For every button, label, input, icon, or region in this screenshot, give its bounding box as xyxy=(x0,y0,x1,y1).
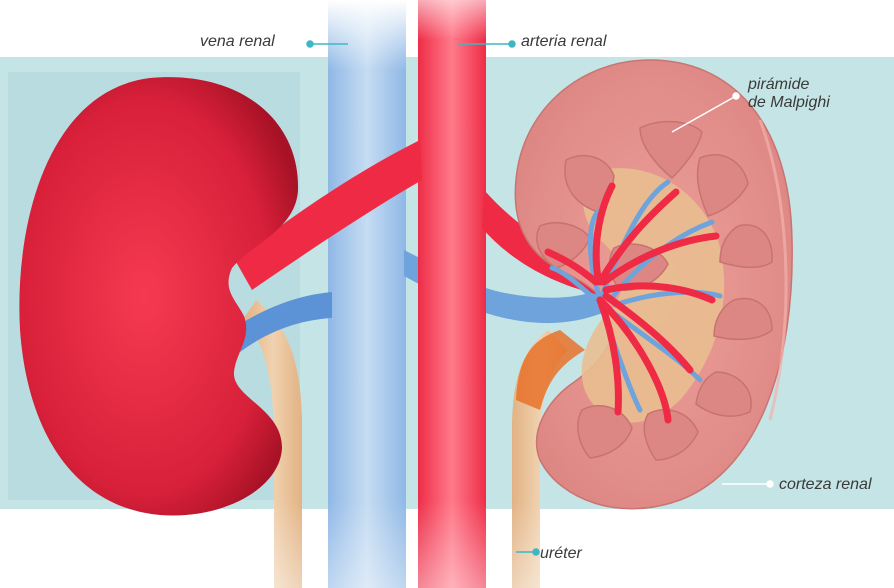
aorta-fade-top xyxy=(418,0,486,40)
ureter-label: uréter xyxy=(540,545,582,563)
vena-renal-label: vena renal xyxy=(200,33,275,51)
bottom-fade xyxy=(260,500,560,588)
vena-cava-fade xyxy=(328,0,406,70)
vena-cava xyxy=(328,0,406,588)
piramide-label-line2: de Malpighi xyxy=(748,94,830,112)
ureter-dot xyxy=(533,549,539,555)
piramide-label: pirámide de Malpighi xyxy=(748,76,830,112)
corteza-renal-label: corteza renal xyxy=(779,476,872,494)
arteria-renal-dot xyxy=(509,41,515,47)
vena-renal-dot xyxy=(307,41,313,47)
aorta xyxy=(418,0,486,588)
corteza-dot xyxy=(767,481,773,487)
piramide-dot xyxy=(733,93,739,99)
arteria-renal-label: arteria renal xyxy=(521,33,606,51)
piramide-label-line1: pirámide xyxy=(748,76,830,94)
